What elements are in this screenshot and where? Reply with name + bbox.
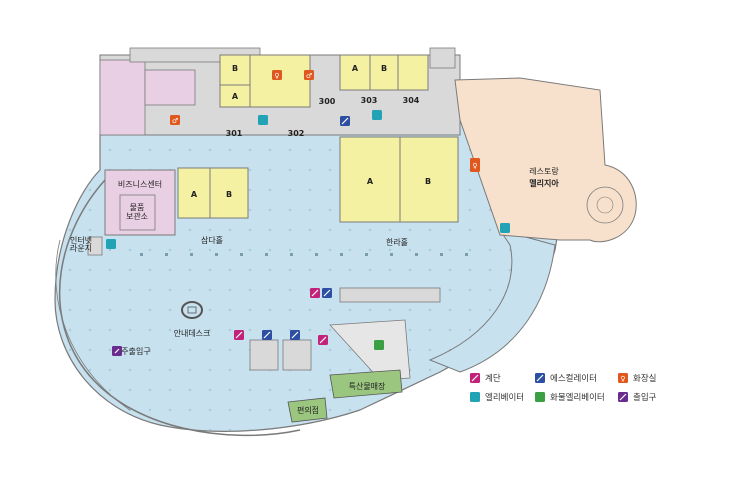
room-a-top-left: A <box>232 92 239 101</box>
svg-text:♀: ♀ <box>472 162 477 170</box>
legend-entrance: 출입구 <box>618 392 657 403</box>
goods-bureau-label-1: 물품 <box>130 203 145 212</box>
legend-restroom-label: 화장실 <box>633 373 656 384</box>
restroom-icon: ♀ <box>272 70 282 80</box>
escalator-icon <box>290 330 300 340</box>
internet-label-2: 라운지 <box>70 244 92 253</box>
svg-text:♂: ♂ <box>306 72 312 80</box>
room-b-top-mid: B <box>381 64 387 73</box>
escalator-icon <box>322 288 332 298</box>
escalator-icon <box>340 116 350 126</box>
elevator-icon <box>258 115 268 125</box>
legend-elevator: 엘리베이터 <box>470 392 524 403</box>
pillars <box>140 253 468 256</box>
restaurant-label-2: 멜리지아 <box>529 178 559 188</box>
top-mid-rooms: A B <box>339 54 429 91</box>
room-304: 304 <box>403 96 420 105</box>
samda-hall-label: 삼다홀 <box>201 235 223 245</box>
room-a-center: A <box>367 177 374 186</box>
svg-text:♂: ♂ <box>172 117 178 125</box>
legend-restroom: ♀ 화장실 <box>618 373 656 384</box>
elevator-icon <box>470 392 480 402</box>
internet-lounge: 인터넷 라운지 <box>70 235 103 256</box>
restaurant-label-1: 레스토랑 <box>529 166 559 176</box>
svg-text:♀: ♀ <box>620 375 625 383</box>
svg-text:♀: ♀ <box>274 72 279 80</box>
legend-freight-elevator: 화물엘리베이터 <box>535 392 605 403</box>
freight-elevator-icon <box>535 392 545 402</box>
legend-elevator-label: 엘리베이터 <box>485 392 524 403</box>
stairs-icon <box>318 335 328 345</box>
legend-freight-elevator-label: 화물엘리베이터 <box>550 392 605 403</box>
goods-bureau-label-2: 보관소 <box>126 211 148 221</box>
convenience-label: 편의점 <box>297 405 319 415</box>
main-entrance-label: 주출입구 <box>121 346 150 356</box>
room-303: 303 <box>361 96 378 105</box>
left-rooms: 비즈니스센터 물품 보관소 <box>104 169 176 236</box>
restroom-icon <box>618 373 628 383</box>
room-numbers: 300 301 302 303 304 <box>226 96 420 138</box>
info-desk[interactable]: 안내데스크 <box>174 301 211 338</box>
escalator-icon <box>262 330 272 340</box>
restroom-icon: ♀ <box>470 158 480 172</box>
halla-hall: A B 한라홀 <box>339 136 459 247</box>
samda-hall: A B 삼다홀 <box>177 167 249 245</box>
shops: 특산물매장 편의점 <box>287 369 403 423</box>
elevator-icon <box>500 223 510 233</box>
escalator-group <box>249 287 441 381</box>
room-b-top-left: B <box>232 64 238 73</box>
internet-label-1: 인터넷 <box>70 235 92 245</box>
main-entrance[interactable]: 주출입구 <box>112 346 151 356</box>
restroom-icon: ♂ <box>170 115 180 125</box>
legend-stairs: 계단 <box>470 373 501 384</box>
freight-elevator-icon <box>374 340 384 350</box>
legend-stairs-label: 계단 <box>485 373 501 384</box>
legend-escalator-label: 에스컬레이터 <box>550 373 597 384</box>
room-301: 301 <box>226 129 243 138</box>
stairs-icon <box>234 330 244 340</box>
room-a-left: A <box>191 190 198 199</box>
legend-entrance-label: 출입구 <box>633 392 657 403</box>
halla-hall-label: 한라홀 <box>386 237 408 247</box>
room-302: 302 <box>288 129 305 138</box>
business-center-label: 비즈니스센터 <box>118 179 162 189</box>
legend: 계단 에스컬레이터 ♀ 화장실 엘리베이터 화물엘리베이터 출입구 <box>470 373 657 403</box>
stairs-icon <box>310 288 320 298</box>
info-desk-label: 안내데스크 <box>174 328 211 338</box>
room-b-center: B <box>425 177 431 186</box>
room-a-top-mid: A <box>352 64 359 73</box>
elevator-icon <box>106 239 116 249</box>
souvenir-label: 특산물매장 <box>349 381 386 391</box>
elevator-icon <box>372 110 382 120</box>
map-icons: ♀ ♂ ♂ ♀ <box>106 70 510 350</box>
room-b-left: B <box>226 190 232 199</box>
restroom-icon: ♂ <box>304 70 314 80</box>
legend-escalator: 에스컬레이터 <box>535 373 597 384</box>
room-300: 300 <box>319 97 336 106</box>
top-left-rooms: B A <box>219 54 311 108</box>
restaurant: 레스토랑 멜리지아 <box>454 77 637 243</box>
